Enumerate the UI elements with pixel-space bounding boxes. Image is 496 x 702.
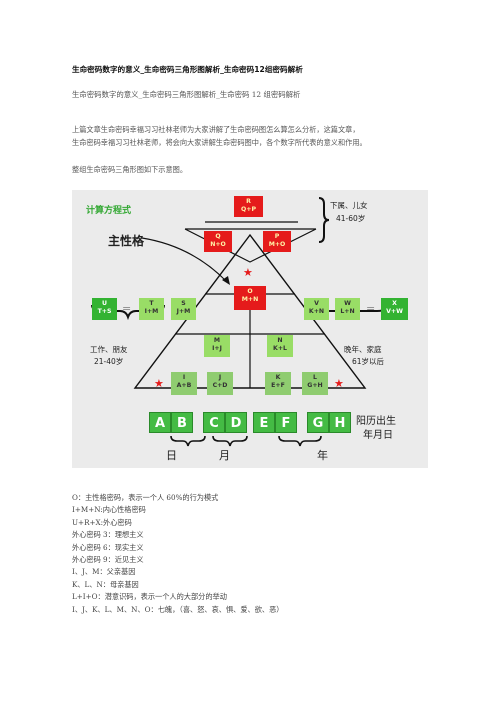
box-t-letter: T	[149, 300, 154, 307]
day-label: 日	[166, 449, 177, 462]
box-i: I A+B	[171, 372, 197, 395]
intro-line-2: 生命密码幸福习习社林老师，将会向大家讲解生命密码图中，各个数字所代表的意义和作用…	[72, 137, 367, 147]
box-j: J C+D	[207, 372, 233, 395]
explanation-list: O：主性格密码，表示一个人 60%的行为模式 I+M+N:内心性格密码 U+R+…	[72, 492, 432, 616]
intro-paragraph: 上篇文章生命密码幸福习习社林老师为大家讲解了生命密码图怎么算怎么分析，这篇文章，…	[72, 124, 434, 149]
digit-c: C	[203, 412, 225, 433]
figure-intro: 整组生命密码三角形图如下示意图。	[72, 165, 188, 174]
box-t: T I+M	[139, 298, 164, 320]
box-p-formula: M+O	[268, 241, 286, 249]
box-j-formula: C+D	[212, 382, 228, 390]
box-s: S J+M	[171, 298, 196, 320]
document-subtitle: 生命密码数字的意义_生命密码三角形图解析_生命密码 12 组密码解析	[72, 90, 301, 99]
box-v-letter: V	[314, 300, 319, 307]
intro-line-1: 上篇文章生命密码幸福习习社林老师为大家讲解了生命密码图怎么算怎么分析，这篇文章，	[72, 125, 360, 134]
box-s-letter: S	[181, 300, 186, 307]
box-q-letter: Q	[215, 233, 221, 240]
life-code-triangle-figure: 计算方程式 主性格 R Q+P Q N+O P M+O ★ O M+N U T+…	[72, 190, 428, 468]
birth-label-1: 阳历出生	[356, 416, 396, 427]
box-j-letter: J	[218, 374, 222, 381]
month-label: 月	[219, 449, 230, 462]
equals-sign-left: =	[122, 302, 132, 315]
box-p: P M+O	[263, 231, 291, 252]
box-r-letter: R	[246, 198, 251, 205]
box-m: M I+J	[204, 335, 230, 357]
box-q: Q N+O	[204, 231, 232, 252]
box-x: X V+W	[381, 298, 408, 320]
digit-g: G	[307, 412, 329, 433]
box-q-formula: N+O	[210, 241, 226, 249]
box-p-letter: P	[274, 233, 280, 240]
box-n-letter: N	[277, 337, 283, 344]
star-icon-left: ★	[154, 377, 164, 390]
main-character-label: 主性格	[108, 234, 145, 248]
box-w-formula: L+N	[340, 308, 355, 316]
left-label-2: 21-40岁	[94, 357, 124, 366]
box-w: W L+N	[335, 298, 360, 320]
star-icon-right: ★	[334, 377, 344, 390]
box-v: V K+N	[304, 298, 329, 320]
box-s-formula: J+M	[176, 308, 191, 316]
right-label-2: 61岁以后	[352, 357, 385, 366]
birth-label-2: 年月日	[363, 430, 393, 441]
document-title: 生命密码数字的意义_生命密码三角形图解析_生命密码12组密码解析	[72, 65, 303, 74]
list-item: I、J、M：父亲基因	[72, 567, 136, 577]
digit-e: E	[253, 412, 275, 433]
box-o-formula: M+N	[241, 296, 259, 304]
box-v-formula: K+N	[308, 308, 325, 316]
list-item: 外心密码 9：近见主义	[72, 555, 144, 565]
formula-title: 计算方程式	[86, 206, 132, 216]
list-item: I+M+N:内心性格密码	[72, 505, 146, 515]
list-item: L+I+O：潜意识码，表示一个人的大部分的举动	[72, 592, 227, 602]
box-u: U T+S	[92, 298, 117, 320]
box-m-formula: I+J	[212, 345, 222, 353]
year-label: 年	[317, 449, 328, 462]
right-top-label-1: 下属、儿女	[330, 201, 368, 210]
right-label-1: 晚年、家庭	[344, 345, 382, 354]
left-label-1: 工作、朋友	[90, 345, 128, 354]
box-i-formula: A+B	[176, 382, 192, 390]
box-i-letter: I	[182, 374, 186, 381]
box-n: N K+L	[267, 335, 293, 357]
box-o: O M+N	[234, 286, 266, 310]
box-k-formula: E+F	[271, 382, 285, 390]
box-k: K E+F	[265, 372, 291, 395]
box-l-formula: G+H	[307, 382, 323, 390]
box-r-formula: Q+P	[241, 206, 256, 214]
box-o-letter: O	[247, 288, 253, 295]
box-l-letter: L	[313, 374, 317, 381]
digit-b: B	[171, 412, 193, 433]
box-n-formula: K+L	[273, 345, 287, 353]
box-w-letter: W	[344, 300, 351, 307]
list-item: O：主性格密码，表示一个人 60%的行为模式	[72, 493, 219, 502]
box-k-letter: K	[275, 374, 281, 381]
box-x-letter: X	[392, 300, 397, 307]
list-item: I、J、K、L、M、N、O：七魄，（喜、怒、哀、惧、爱、欲、恶）	[72, 604, 284, 614]
digit-d: D	[225, 412, 247, 433]
box-u-formula: T+S	[97, 308, 112, 316]
list-item: 外心密码 6：现实主义	[72, 542, 144, 552]
star-icon: ★	[243, 266, 253, 279]
list-item: 外心密码 3：理想主义	[72, 530, 144, 540]
box-t-formula: I+M	[144, 308, 159, 316]
equals-sign-right: =	[366, 302, 376, 315]
list-item: K、L、N：母亲基因	[72, 579, 139, 589]
box-l: L G+H	[302, 372, 328, 395]
digit-f: F	[275, 412, 297, 433]
digit-a: A	[149, 412, 171, 433]
digit-h: H	[329, 412, 351, 433]
box-u-letter: U	[101, 300, 108, 307]
right-top-label-2: 41-60岁	[336, 214, 366, 223]
list-item: U+R+X:外心密码	[72, 517, 132, 527]
box-x-formula: V+W	[386, 308, 403, 316]
box-m-letter: M	[213, 337, 221, 344]
box-r: R Q+P	[234, 196, 263, 217]
